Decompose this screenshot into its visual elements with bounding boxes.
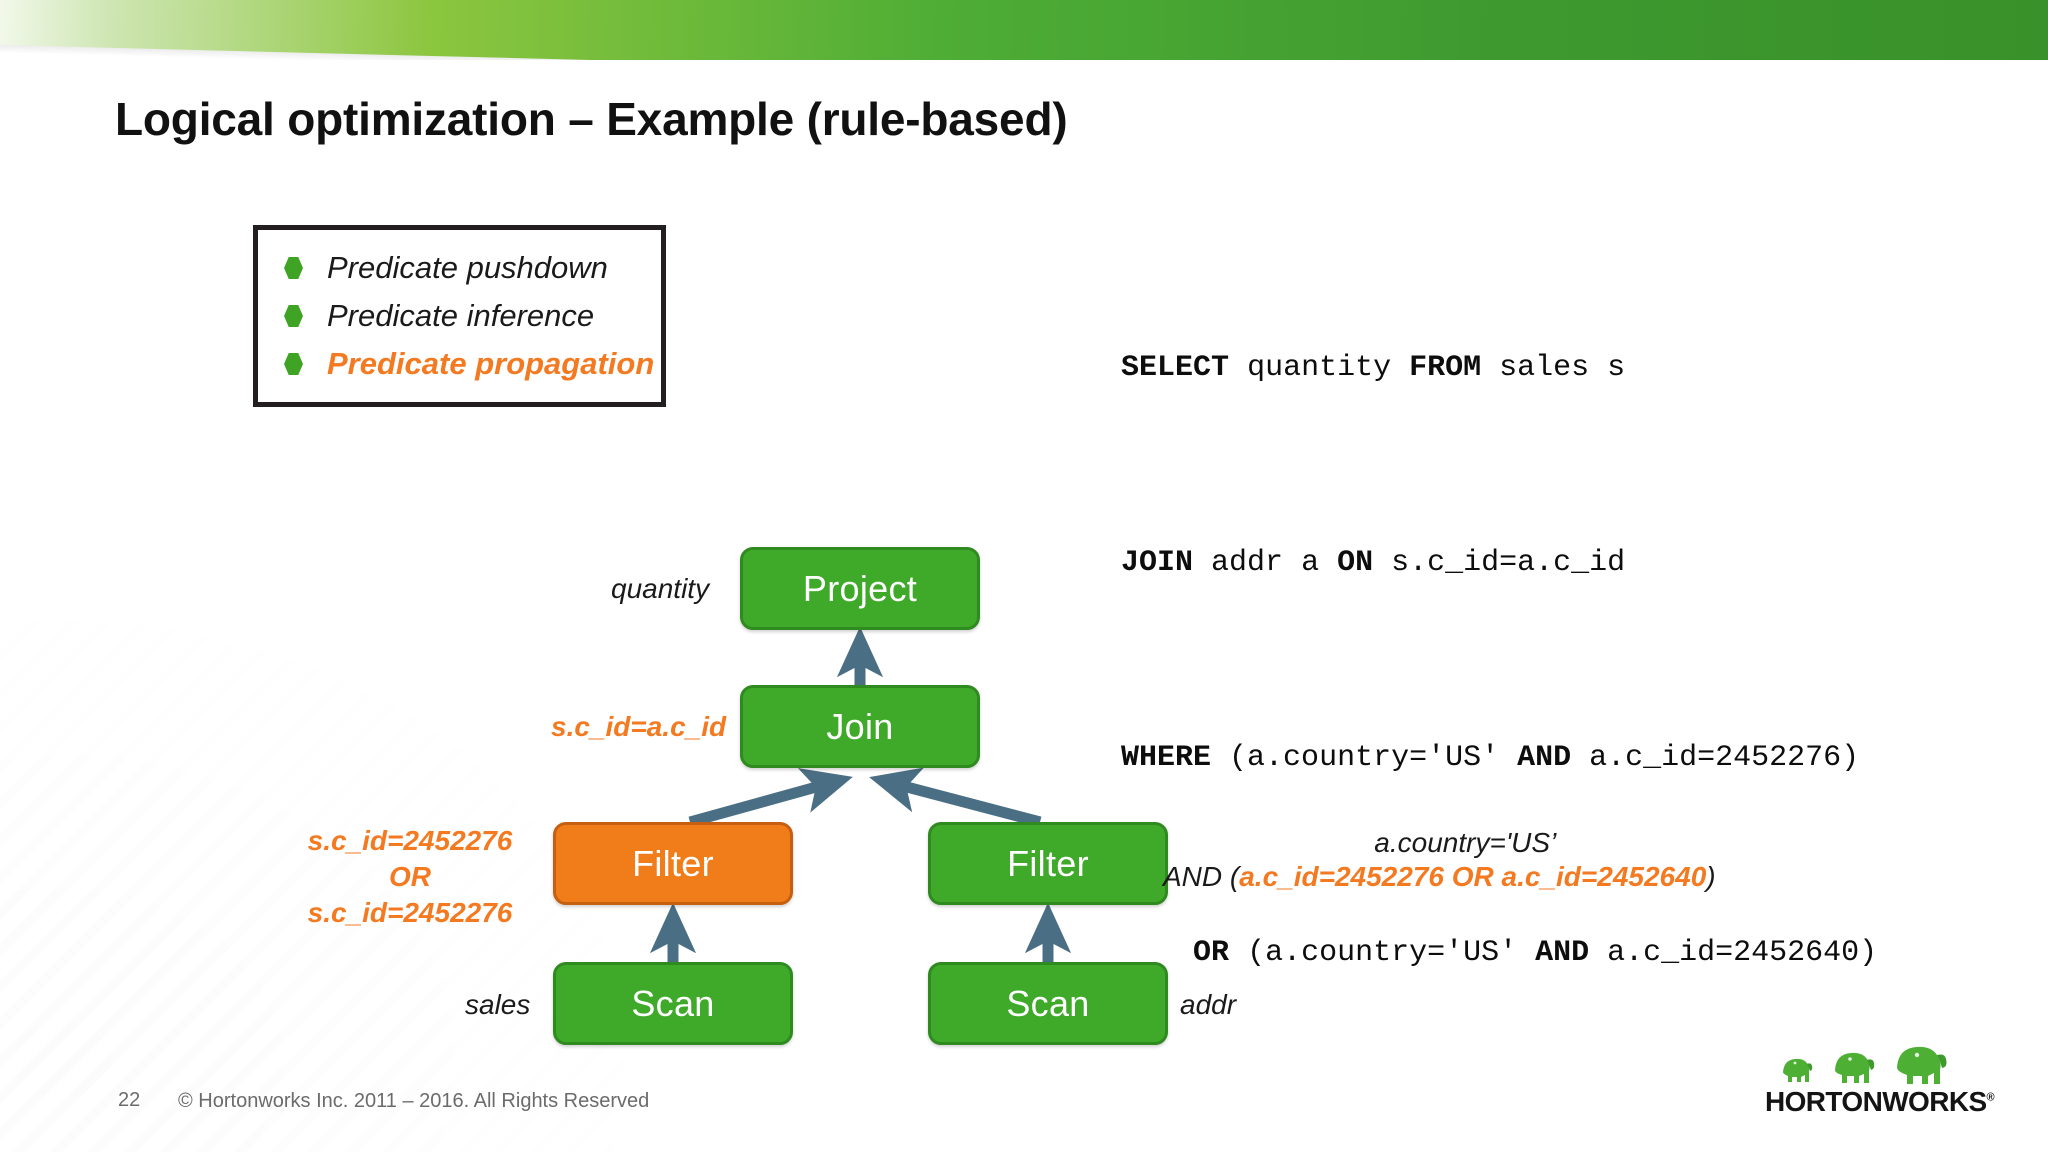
annotation-closing-paren: ) bbox=[1706, 861, 1716, 892]
bullet-label-predicate-inference: Predicate inference bbox=[327, 298, 595, 333]
tree-node-scan-right[interactable]: Scan bbox=[928, 962, 1168, 1045]
tree-node-join[interactable]: Join bbox=[740, 685, 980, 768]
sql-keyword: SELECT bbox=[1121, 351, 1230, 385]
bullet-label-predicate-pushdown: Predicate pushdown bbox=[327, 250, 608, 285]
page-number: 22 bbox=[118, 1089, 141, 1111]
sql-line: OR (a.country='US' AND a.c_id=2452640) bbox=[1013, 895, 1877, 1012]
annotation-filter-left-line1: s.c_id=2452276 OR bbox=[307, 825, 513, 892]
annotation-filter-left-predicate: s.c_id=2452276 OR s.c_id=2452276 bbox=[285, 823, 535, 931]
list-item: Predicate propagation bbox=[274, 340, 654, 388]
sql-text: quantity bbox=[1229, 351, 1410, 385]
list-item: Predicate inference bbox=[274, 292, 645, 340]
elephants-icon bbox=[1783, 1046, 1947, 1084]
sql-keyword: ON bbox=[1337, 546, 1374, 580]
annotation-and-prefix: AND ( bbox=[1163, 861, 1240, 892]
page-title: Logical optimization – Example (rule-bas… bbox=[115, 93, 1068, 145]
sql-keyword: OR bbox=[1121, 936, 1230, 970]
edge-filter-left-to-join bbox=[688, 768, 853, 828]
sql-text: a.c_id=2452276) bbox=[1571, 741, 1860, 775]
hexagon-bullet-icon bbox=[284, 353, 303, 375]
annotation-filter-left-line2: s.c_id=2452276 bbox=[307, 897, 513, 928]
sql-text: (a.country='US' bbox=[1211, 741, 1518, 775]
sql-text: s.c_id=a.c_id bbox=[1373, 546, 1626, 580]
hexagon-bullet-icon bbox=[284, 305, 303, 327]
annotation-filter-right-line1: a.country='US’ bbox=[1374, 827, 1557, 858]
annotation-filter-right-predicate: a.country='US’ AND (a.c_id=2452276 OR a.… bbox=[1163, 826, 1716, 894]
tree-node-project[interactable]: Project bbox=[740, 547, 980, 630]
annotation-propagated-predicate: a.c_id=2452276 OR a.c_id=2452640 bbox=[1239, 861, 1707, 892]
annotation-filter-right-line2: AND (a.c_id=2452276 OR a.c_id=2452640) bbox=[1163, 860, 1716, 894]
sql-keyword: JOIN bbox=[1121, 546, 1194, 580]
predicate-rules-box: Predicate pushdown Predicate inference P… bbox=[253, 225, 666, 407]
logo-wordmark: HORTONWORKS® bbox=[1765, 1086, 1995, 1118]
sql-keyword: WHERE bbox=[1121, 741, 1212, 775]
tree-node-filter-right[interactable]: Filter bbox=[928, 822, 1168, 905]
annotation-scan-left-table: sales bbox=[465, 989, 531, 1020]
sql-text: addr a bbox=[1193, 546, 1338, 580]
logo-wordmark-text: HORTONWORKS bbox=[1765, 1086, 1987, 1117]
sql-line: WHERE (a.country='US' AND a.c_id=2452276… bbox=[1013, 700, 1877, 817]
sql-text: sales s bbox=[1481, 351, 1626, 385]
sql-keyword: AND bbox=[1517, 741, 1572, 775]
annotation-project-quantity: quantity bbox=[611, 573, 710, 604]
tree-node-scan-left[interactable]: Scan bbox=[553, 962, 793, 1045]
sql-query-block: SELECT quantity FROM sales s JOIN addr a… bbox=[1013, 232, 1877, 1090]
list-item: Predicate pushdown bbox=[274, 244, 645, 292]
hortonworks-logo: HORTONWORKS® bbox=[1765, 1042, 1995, 1120]
trademark-symbol: ® bbox=[1986, 1091, 1995, 1104]
copyright-notice: © Hortonworks Inc. 2011 – 2016. All Righ… bbox=[178, 1090, 650, 1112]
hexagon-bullet-icon bbox=[284, 257, 303, 279]
sql-keyword: FROM bbox=[1409, 351, 1482, 385]
sql-text: a.c_id=2452640) bbox=[1589, 936, 1878, 970]
tree-node-filter-left[interactable]: Filter bbox=[553, 822, 793, 905]
sql-line: JOIN addr a ON s.c_id=a.c_id bbox=[1013, 505, 1877, 622]
bullet-label-predicate-propagation: Predicate propagation bbox=[327, 346, 655, 381]
sql-text: (a.country='US' bbox=[1229, 936, 1536, 970]
banner-gradient bbox=[0, 0, 2048, 60]
sql-line: SELECT quantity FROM sales s bbox=[1013, 310, 1877, 427]
top-green-banner bbox=[0, 0, 2048, 60]
annotation-scan-right-table: addr bbox=[1180, 989, 1237, 1020]
annotation-join-condition: s.c_id=a.c_id bbox=[551, 711, 727, 742]
sql-keyword: AND bbox=[1535, 936, 1590, 970]
